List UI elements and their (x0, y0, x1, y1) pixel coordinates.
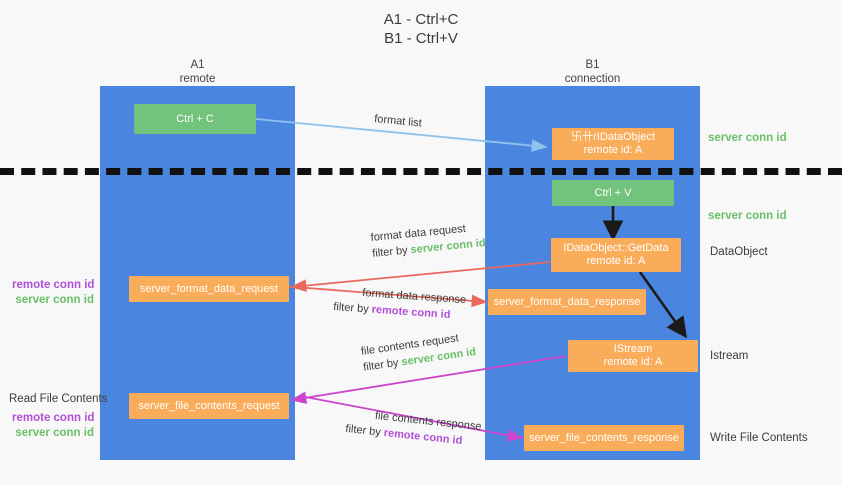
node-ctrl-v[interactable]: Ctrl + V (552, 180, 674, 206)
node-server-file-contents-request[interactable]: server_file_contents_request (129, 393, 289, 419)
edge-label-file-contents-request: file contents request filter by server c… (360, 328, 477, 376)
node-idataobject-top[interactable]: 卐卄rIDataObject remote id: A (552, 128, 674, 160)
annotation-left-server-conn-id-2: server conn id (15, 427, 94, 439)
filter-key-remote-conn-id-1: remote conn id (371, 303, 451, 322)
column-header-a1-sub: remote (179, 73, 216, 85)
annotation-left-remote-conn-id-1: remote conn id (12, 279, 95, 291)
filter-key-server-conn-id-1: server conn id (410, 237, 487, 257)
node-server-file-contents-response[interactable]: server_file_contents_response (524, 425, 684, 451)
column-header-a1: A1 remote (110, 58, 285, 86)
node-istream-line2: remote id: A (603, 356, 663, 368)
node-idataobject-top-line2: remote id: A (583, 144, 643, 156)
node-istream-line1: IStream (613, 343, 653, 355)
annotation-server-conn-id-top-text: server conn id (708, 132, 787, 144)
annotation-server-conn-id-mid: server conn id (708, 209, 787, 224)
diagram-title: A1 - Ctrl+C B1 - Ctrl+V (0, 10, 842, 48)
node-server-format-data-response-label: server_format_data_response (493, 295, 641, 308)
phase-divider (0, 168, 842, 175)
node-idataobject-getdata[interactable]: IDataObject::GetData remote id: A (551, 238, 681, 272)
filter-prefix-1: filter by (371, 244, 412, 260)
node-istream[interactable]: IStream remote id: A (568, 340, 698, 372)
annotation-istream: Istream (710, 350, 749, 362)
node-getdata-line2: remote id: A (586, 255, 646, 267)
column-header-a1-name: A1 (190, 59, 205, 71)
column-header-b1-sub: connection (564, 73, 621, 85)
annotation-left-remote-conn-id-2: remote conn id (12, 412, 95, 424)
annotation-read-file-contents: Read File Contents (9, 393, 108, 405)
edge-label-format-list: format list (373, 111, 423, 131)
column-header-b1-name: B1 (585, 59, 600, 71)
node-ctrl-c-line1: Ctrl + C (176, 112, 214, 125)
edge-label-file-contents-response: file contents response filter by remote … (345, 405, 483, 451)
node-server-format-data-request[interactable]: server_format_data_request (129, 276, 289, 302)
node-idataobject-top-line1: 卐卄rIDataObject (571, 131, 655, 143)
node-server-format-data-response[interactable]: server_format_data_response (488, 289, 646, 315)
node-server-file-contents-response-label: server_file_contents_response (529, 431, 679, 444)
node-server-format-data-request-label: server_format_data_request (139, 282, 279, 295)
annotation-write-file-contents: Write File Contents (710, 432, 808, 444)
column-header-b1: B1 connection (495, 58, 690, 86)
annotation-server-conn-id-mid-text: server conn id (708, 210, 787, 222)
filter-prefix-4: filter by (344, 422, 385, 439)
annotation-left-server-conn-id-1: server conn id (15, 294, 94, 306)
annotation-left-conn-ids-1: remote conn id server conn id (12, 278, 94, 308)
node-ctrl-c[interactable]: Ctrl + C (134, 104, 256, 134)
filter-prefix-2: filter by (332, 300, 373, 316)
annotation-server-conn-id-top: server conn id (708, 131, 787, 146)
edge-label-format-list-text: format list (373, 112, 423, 130)
title-line-2: B1 - Ctrl+V (384, 30, 458, 47)
node-server-file-contents-request-label: server_file_contents_request (138, 399, 280, 412)
node-ctrl-v-line1: Ctrl + V (594, 186, 632, 199)
title-line-1: A1 - Ctrl+C (383, 11, 459, 28)
node-getdata-line1: IDataObject::GetData (563, 242, 669, 254)
filter-prefix-3: filter by (362, 356, 403, 374)
edge-label-format-data-request: format data request filter by server con… (370, 219, 486, 262)
annotation-dataobject: DataObject (710, 246, 768, 258)
annotation-left-conn-ids-2: remote conn id server conn id (12, 411, 94, 441)
edge-label-format-data-response: format data response filter by remote co… (333, 283, 467, 324)
